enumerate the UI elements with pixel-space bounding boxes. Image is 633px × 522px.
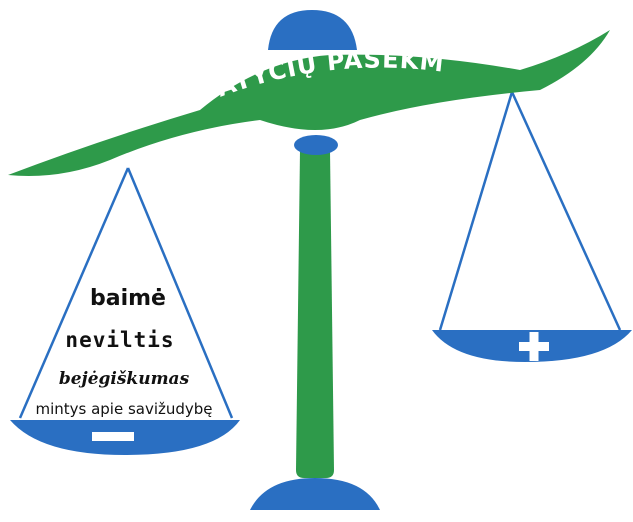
right-pan-ropes <box>438 91 622 331</box>
scale-pole <box>296 150 334 478</box>
word-bejegiskumas: bejėgiškumas <box>59 369 190 389</box>
minus-icon <box>92 432 134 441</box>
left-pan-ropes <box>18 167 234 419</box>
scale-joint <box>294 135 338 155</box>
word-baime: baimė <box>90 286 166 311</box>
plus-icon <box>519 332 549 361</box>
word-mintys-apie-savizudybe: mintys apie savižudybę <box>35 400 212 418</box>
left-pan-words: baimė neviltis bejėgiškumas mintys apie … <box>35 286 212 418</box>
scale-beam <box>8 30 610 176</box>
scale-top-dome <box>268 10 357 50</box>
scale-base <box>250 478 380 510</box>
word-neviltis: neviltis <box>65 328 174 352</box>
